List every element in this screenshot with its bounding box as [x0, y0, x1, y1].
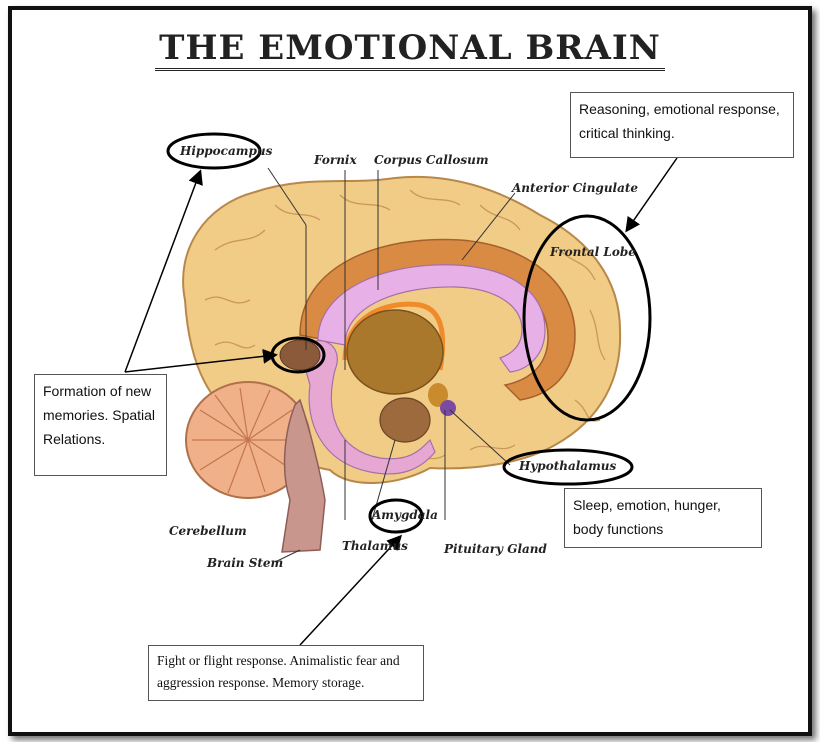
brain-stem-shape [281, 398, 326, 553]
cortex-gyri [204, 189, 606, 461]
amygdala-shape [379, 397, 431, 443]
hypothalamus-shape [428, 383, 448, 407]
arrow-to-hippocampus-label [124, 169, 203, 373]
thalamus-shape [346, 309, 444, 395]
highlight-ovals [166, 132, 652, 534]
label-pituitary-gland: Pituitary Gland [444, 542, 547, 556]
arrow-to-hippocampus-region [124, 348, 278, 373]
arrow-to-frontal-lobe [625, 157, 678, 233]
amygdala-note-box: Fight or flight response. Animalistic fe… [148, 645, 424, 701]
label-cerebellum: Cerebellum [169, 524, 247, 538]
frontal-lobe-note-box: Reasoning, emotional response, critical … [570, 92, 794, 158]
label-brain-stem: Brain Stem [207, 556, 284, 570]
label-thalamus: Thalamus [342, 539, 408, 553]
title-text: THE EMOTIONAL BRAIN [155, 28, 665, 71]
hypothalamus-note-box: Sleep, emotion, hunger, body functions [564, 488, 762, 548]
leader-lines [267, 167, 516, 563]
page-title: THE EMOTIONAL BRAIN [0, 28, 820, 71]
arrows [124, 157, 678, 646]
frontal-lobe-oval [522, 214, 652, 422]
label-hypothalamus: Hypothalamus [519, 459, 617, 473]
hippocampus-note-box: Formation of new memories. Spatial Relat… [34, 374, 167, 476]
amygdala-oval [368, 498, 424, 534]
label-anterior-cingulate: Anterior Cingulate [512, 181, 639, 195]
label-corpus-callosum: Corpus Callosum [374, 153, 489, 167]
hypothalamus-oval [502, 448, 634, 486]
hippocampus-oval [166, 132, 262, 170]
arrow-to-amygdala [299, 534, 403, 646]
label-amygdala: Amygdala [372, 508, 438, 522]
hippocampus-shape [299, 340, 436, 475]
label-frontal-lobe: Frontal Lobe [550, 245, 636, 259]
label-fornix: Fornix [314, 153, 357, 167]
corpus-callosum [317, 264, 546, 373]
label-hippocampus: Hippocampus [180, 144, 273, 158]
